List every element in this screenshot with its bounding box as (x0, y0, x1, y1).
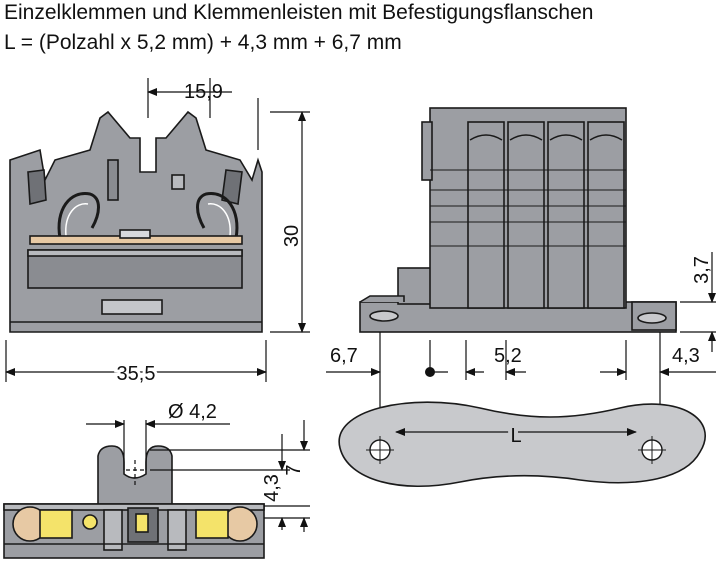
dim-length: L (510, 425, 521, 447)
top-view (3, 445, 265, 559)
title-line-2: L = (Polzahl x 5,2 mm) + 4,3 mm + 6,7 mm (4, 31, 402, 54)
dim-right-offset: 4,3 (672, 345, 700, 367)
dim-hole-height: 7 (283, 464, 305, 475)
mounting-ear (97, 445, 173, 507)
front-view (9, 110, 263, 333)
dim-flange-thickness: 3,7 (691, 256, 713, 284)
dim-hole-diameter: Ø 4,2 (168, 401, 217, 423)
front-body (9, 110, 263, 333)
dim-height: 30 (281, 225, 303, 247)
dim-pitch: 5,2 (494, 345, 522, 367)
side-view (359, 107, 677, 333)
dim-hole-offset: 4,3 (261, 474, 283, 502)
pole-separators (467, 121, 625, 309)
flange-plate (338, 401, 706, 488)
title-line-1: Einzelklemmen und Klemmenleisten mit Bef… (4, 1, 594, 24)
reference-dot (425, 367, 435, 377)
dim-top-width: 15,9 (184, 81, 223, 103)
dim-total-width: 35,5 (117, 363, 156, 385)
dim-left-offset: 6,7 (330, 345, 358, 367)
